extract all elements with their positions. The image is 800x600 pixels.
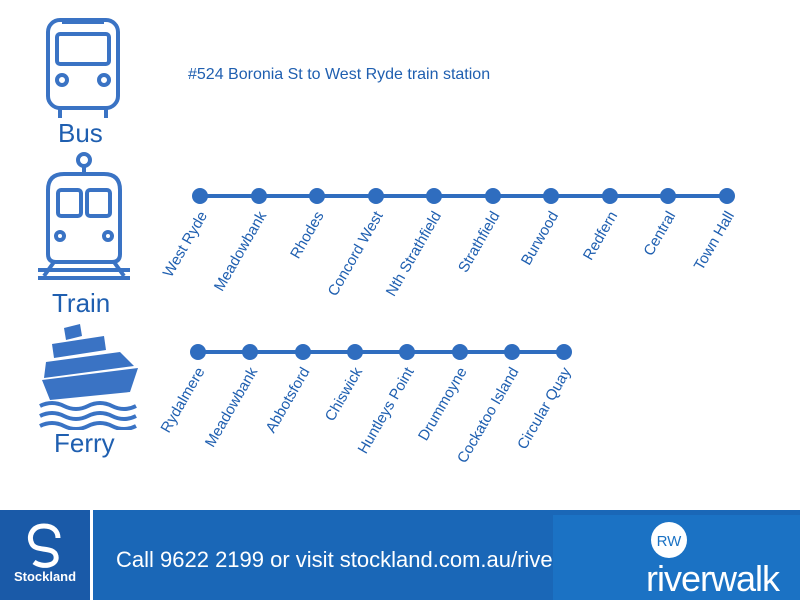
train-stop-dot <box>660 188 676 204</box>
ferry-stop-dot <box>451 344 468 360</box>
ferry-stop-dot <box>346 344 363 360</box>
train-stop-dot <box>309 188 325 204</box>
train-route-line <box>200 194 727 198</box>
train-stop-label: Redfern <box>579 208 621 264</box>
ferry-stop-dot <box>556 344 573 360</box>
train-stop-dot <box>543 188 559 204</box>
train-stop-label: Concord West <box>324 208 387 300</box>
stockland-logo-icon <box>28 523 61 568</box>
ferry-stop-dot <box>399 344 416 360</box>
train-stop-label: Strathfield <box>454 208 503 276</box>
footer-contact-text: Call 9622 2199 or visit stockland.com.au… <box>116 547 604 572</box>
train-stop-dot <box>426 188 442 204</box>
train-stop-dot <box>601 188 618 204</box>
ferry-stop-dot <box>294 344 311 360</box>
stockland-logo[interactable] <box>0 510 93 600</box>
stockland-brand-text: Stockland <box>13 569 77 584</box>
ferry-stop-label: Huntleys Point <box>354 364 418 457</box>
train-stop-dot <box>192 188 208 204</box>
ferry-stop-dot <box>242 344 259 360</box>
ferry-stop-label: Rydalmere <box>157 364 209 436</box>
ferry-label: Ferry <box>54 428 115 458</box>
train-stop-label: Meadowbank <box>210 208 270 295</box>
ferry-stop-label: Circular Quay <box>514 364 575 453</box>
ferry-icon <box>39 324 138 430</box>
riverwalk-logo[interactable]: RW <box>553 515 800 600</box>
train-stop-label: Rhodes <box>287 208 328 262</box>
bus-icon <box>46 18 120 118</box>
train-stop-label: Nth Strathfield <box>382 208 445 300</box>
riverwalk-logo-icon: RW <box>651 522 687 558</box>
riverwalk-logo-text: riverwalk <box>646 558 780 599</box>
train-stop-label: Burwood <box>517 208 563 269</box>
ferry-stop-label: Meadowbank <box>202 364 262 451</box>
train-stop-dot <box>367 188 384 204</box>
train-stop-dot <box>250 188 267 204</box>
ferry-stop-label: Chiswick <box>321 364 367 425</box>
bus-route-text: #524 Boronia St to West Ryde train stati… <box>188 66 491 83</box>
riverwalk-badge-text: RW <box>657 533 683 550</box>
ferry-stop-dot <box>503 344 520 360</box>
train-stop-dot <box>718 188 735 204</box>
bus-label: Bus <box>58 118 103 148</box>
ferry-route-line <box>198 350 564 354</box>
train-stop-label: West Ryde <box>159 208 212 281</box>
train-stop-label: Town Hall <box>690 208 738 274</box>
ferry-stop-dot <box>190 344 206 360</box>
ferry-stop-label: Abbotsford <box>262 364 314 436</box>
train-label: Train <box>52 288 111 318</box>
train-icon <box>38 152 130 280</box>
train-stop-dot <box>484 188 501 204</box>
train-stop-label: Central <box>640 208 680 259</box>
ferry-stop-label: Drummoyne <box>414 364 471 444</box>
